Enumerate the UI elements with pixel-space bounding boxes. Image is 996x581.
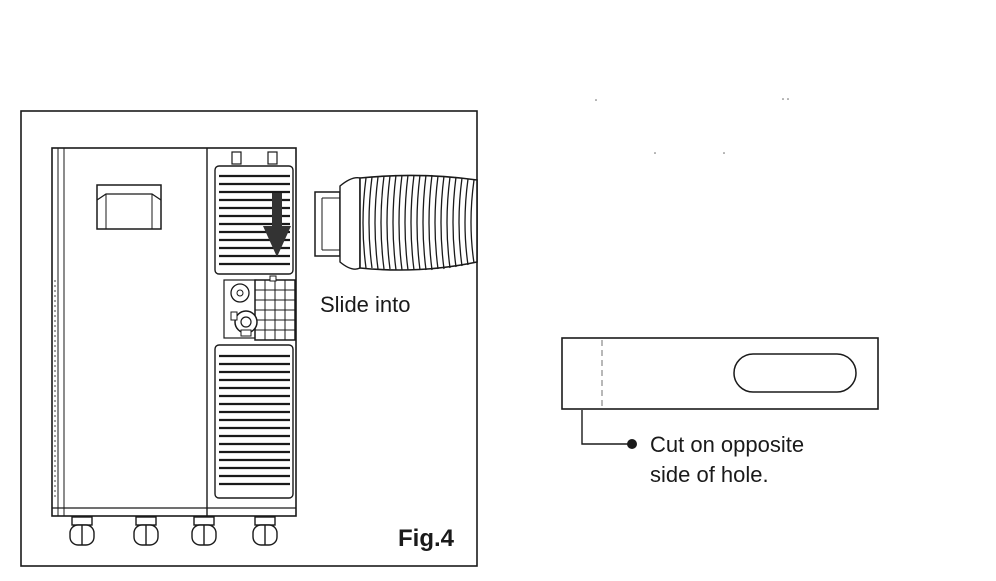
caster-wheels: [69, 516, 278, 546]
wheel-icon: [69, 516, 95, 546]
wheel-icon: [252, 516, 278, 546]
callout-line-2: side of hole.: [650, 462, 769, 487]
filter-adapter: [254, 275, 296, 341]
hose-hole: [733, 353, 857, 393]
scan-specks: [595, 98, 789, 154]
callout-leader: [581, 410, 637, 449]
window-slider-panel: [561, 337, 879, 410]
figure-label: Fig.4: [398, 525, 455, 552]
drain-knob-icon: [230, 283, 258, 337]
handle-icon: [96, 184, 162, 230]
hose-ribs: [362, 174, 475, 271]
lower-vent-louvers: [219, 354, 290, 486]
wheel-icon: [133, 516, 159, 546]
callout-line-1: Cut on opposite: [650, 432, 804, 457]
slide-into-label: Slide into: [320, 292, 411, 317]
figure-frame: [20, 110, 478, 567]
slide-down-arrow-icon: [263, 193, 291, 257]
bullet-icon: [627, 439, 637, 449]
wheel-icon: [191, 516, 217, 546]
